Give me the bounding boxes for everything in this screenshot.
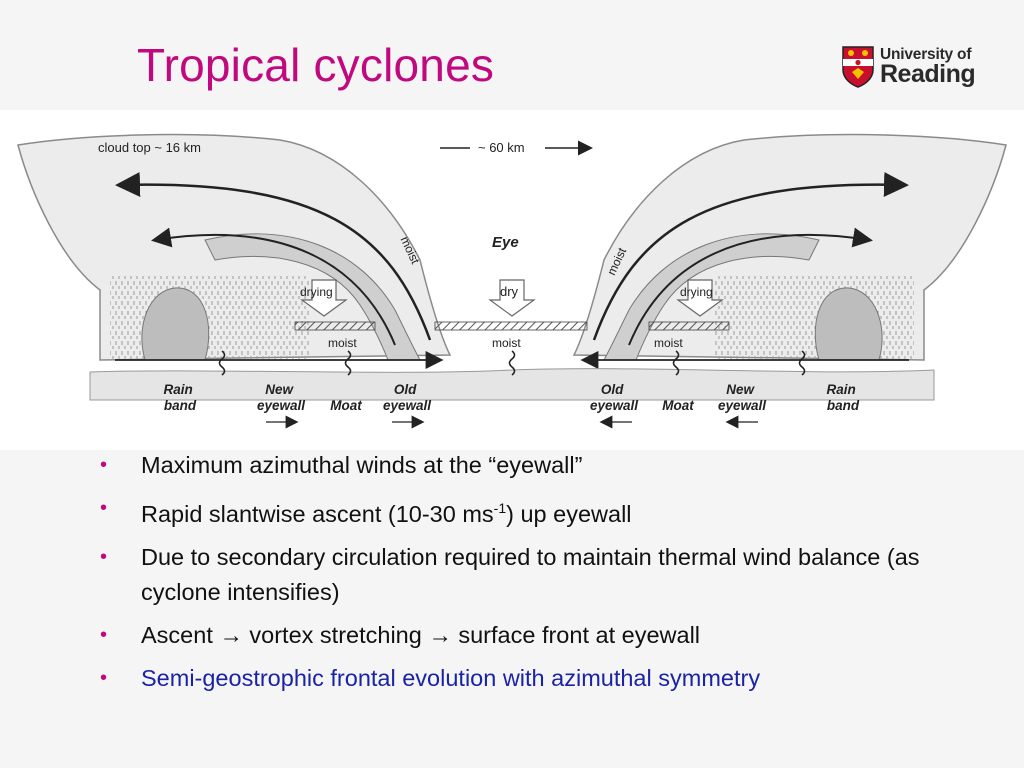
svg-text:Rain band: Rain band (826, 382, 859, 413)
dry-label: dry (500, 284, 519, 299)
slide-title: Tropical cyclones (137, 39, 495, 91)
svg-text:Old eyewall: Old eyewall (383, 382, 431, 413)
dry-arrow-center (488, 279, 536, 317)
rain-band-left-line1: Rain (163, 382, 192, 397)
bullet-dot: • (100, 623, 108, 646)
new-eyewall-left-line1: New (265, 382, 294, 397)
moat-label-left: Moat (330, 398, 362, 413)
bullet-dot: • (100, 454, 108, 476)
bullet-text: Semi-geostrophic frontal evolution with … (141, 664, 761, 691)
moist-label-left: moist (328, 336, 357, 350)
width-scale-label: ~ 60 km (478, 140, 525, 155)
bullet-text: Maximum azimuthal winds at the “eyewall” (141, 452, 583, 478)
bullet-text: Rapid slantwise ascent (10-30 ms-1) up e… (141, 500, 632, 527)
drying-arrow-left (300, 279, 348, 317)
bullet-item: • Maximum azimuthal winds at the “eyewal… (98, 448, 978, 483)
moist-label-right: moist (654, 336, 683, 350)
new-eyewall-left-line2: eyewall (257, 398, 305, 413)
bullet-text: Ascent → vortex stretching → surface fro… (141, 621, 701, 648)
cloud-top-label: cloud top ~ 16 km (98, 140, 201, 155)
logo-line1: University of (880, 46, 972, 63)
ocean-surface (89, 368, 935, 401)
moat-label-right: Moat (662, 398, 694, 413)
svg-text:Old eyewall: Old eyewall (590, 382, 638, 413)
rain-band-cell-left (141, 287, 210, 361)
old-eyewall-left-line2: eyewall (383, 398, 431, 413)
bullet-dot: • (100, 666, 108, 689)
old-eyewall-right-line1: Old (601, 382, 624, 397)
bullet-item: • Semi-geostrophic frontal evolution wit… (98, 661, 978, 696)
eye-label: Eye (492, 234, 519, 251)
rain-band-right-line1: Rain (826, 382, 855, 397)
svg-text:New eyewall: New eyewall (257, 382, 305, 413)
new-eyewall-right-line2: eyewall (718, 398, 766, 413)
eye-top-hatch (434, 321, 588, 331)
moist-label-center: moist (492, 336, 521, 350)
svg-text:Rain band: Rain band (163, 382, 196, 413)
drying-arrow-right (676, 279, 724, 317)
rain-band-cell-right (814, 287, 883, 361)
outflow-arrow-left (115, 172, 432, 341)
rain-band-left-line2: band (164, 398, 197, 413)
old-eyewall-right-line2: eyewall (590, 398, 638, 413)
old-eyewall-left-line1: Old (394, 382, 417, 397)
logo-line2: Reading (880, 60, 976, 88)
cyclone-cross-section-diagram: cloud top ~ 16 km ~ 60 km Eye dry drying… (0, 110, 1024, 450)
svg-text:New eyewall: New eyewall (718, 382, 766, 413)
new-eyewall-right-line1: New (726, 382, 755, 397)
bullet-item: • Ascent → vortex stretching → surface f… (98, 618, 978, 653)
bullet-item: • Due to secondary circulation required … (98, 540, 978, 610)
rain-band-right-line2: band (827, 398, 860, 413)
bullet-dot: • (100, 545, 108, 568)
drying-label-left: drying (300, 285, 333, 299)
bullet-item: • Rapid slantwise ascent (10-30 ms-1) up… (98, 491, 978, 532)
bullet-dot: • (100, 497, 108, 519)
outflow-arrow-right (592, 172, 909, 341)
bullet-text: Due to secondary circulation required to… (141, 543, 920, 605)
moat-top-hatch-right (648, 321, 730, 331)
inner-outflow-arrow-left (151, 227, 396, 346)
inner-outflow-arrow-right (628, 227, 873, 346)
moat-top-hatch-left (294, 321, 376, 331)
bullet-list: • Maximum azimuthal winds at the “eyewal… (98, 448, 978, 704)
drying-label-right: drying (680, 285, 713, 299)
university-logo: University of Reading (842, 46, 982, 94)
shield-crest-icon (842, 46, 874, 88)
